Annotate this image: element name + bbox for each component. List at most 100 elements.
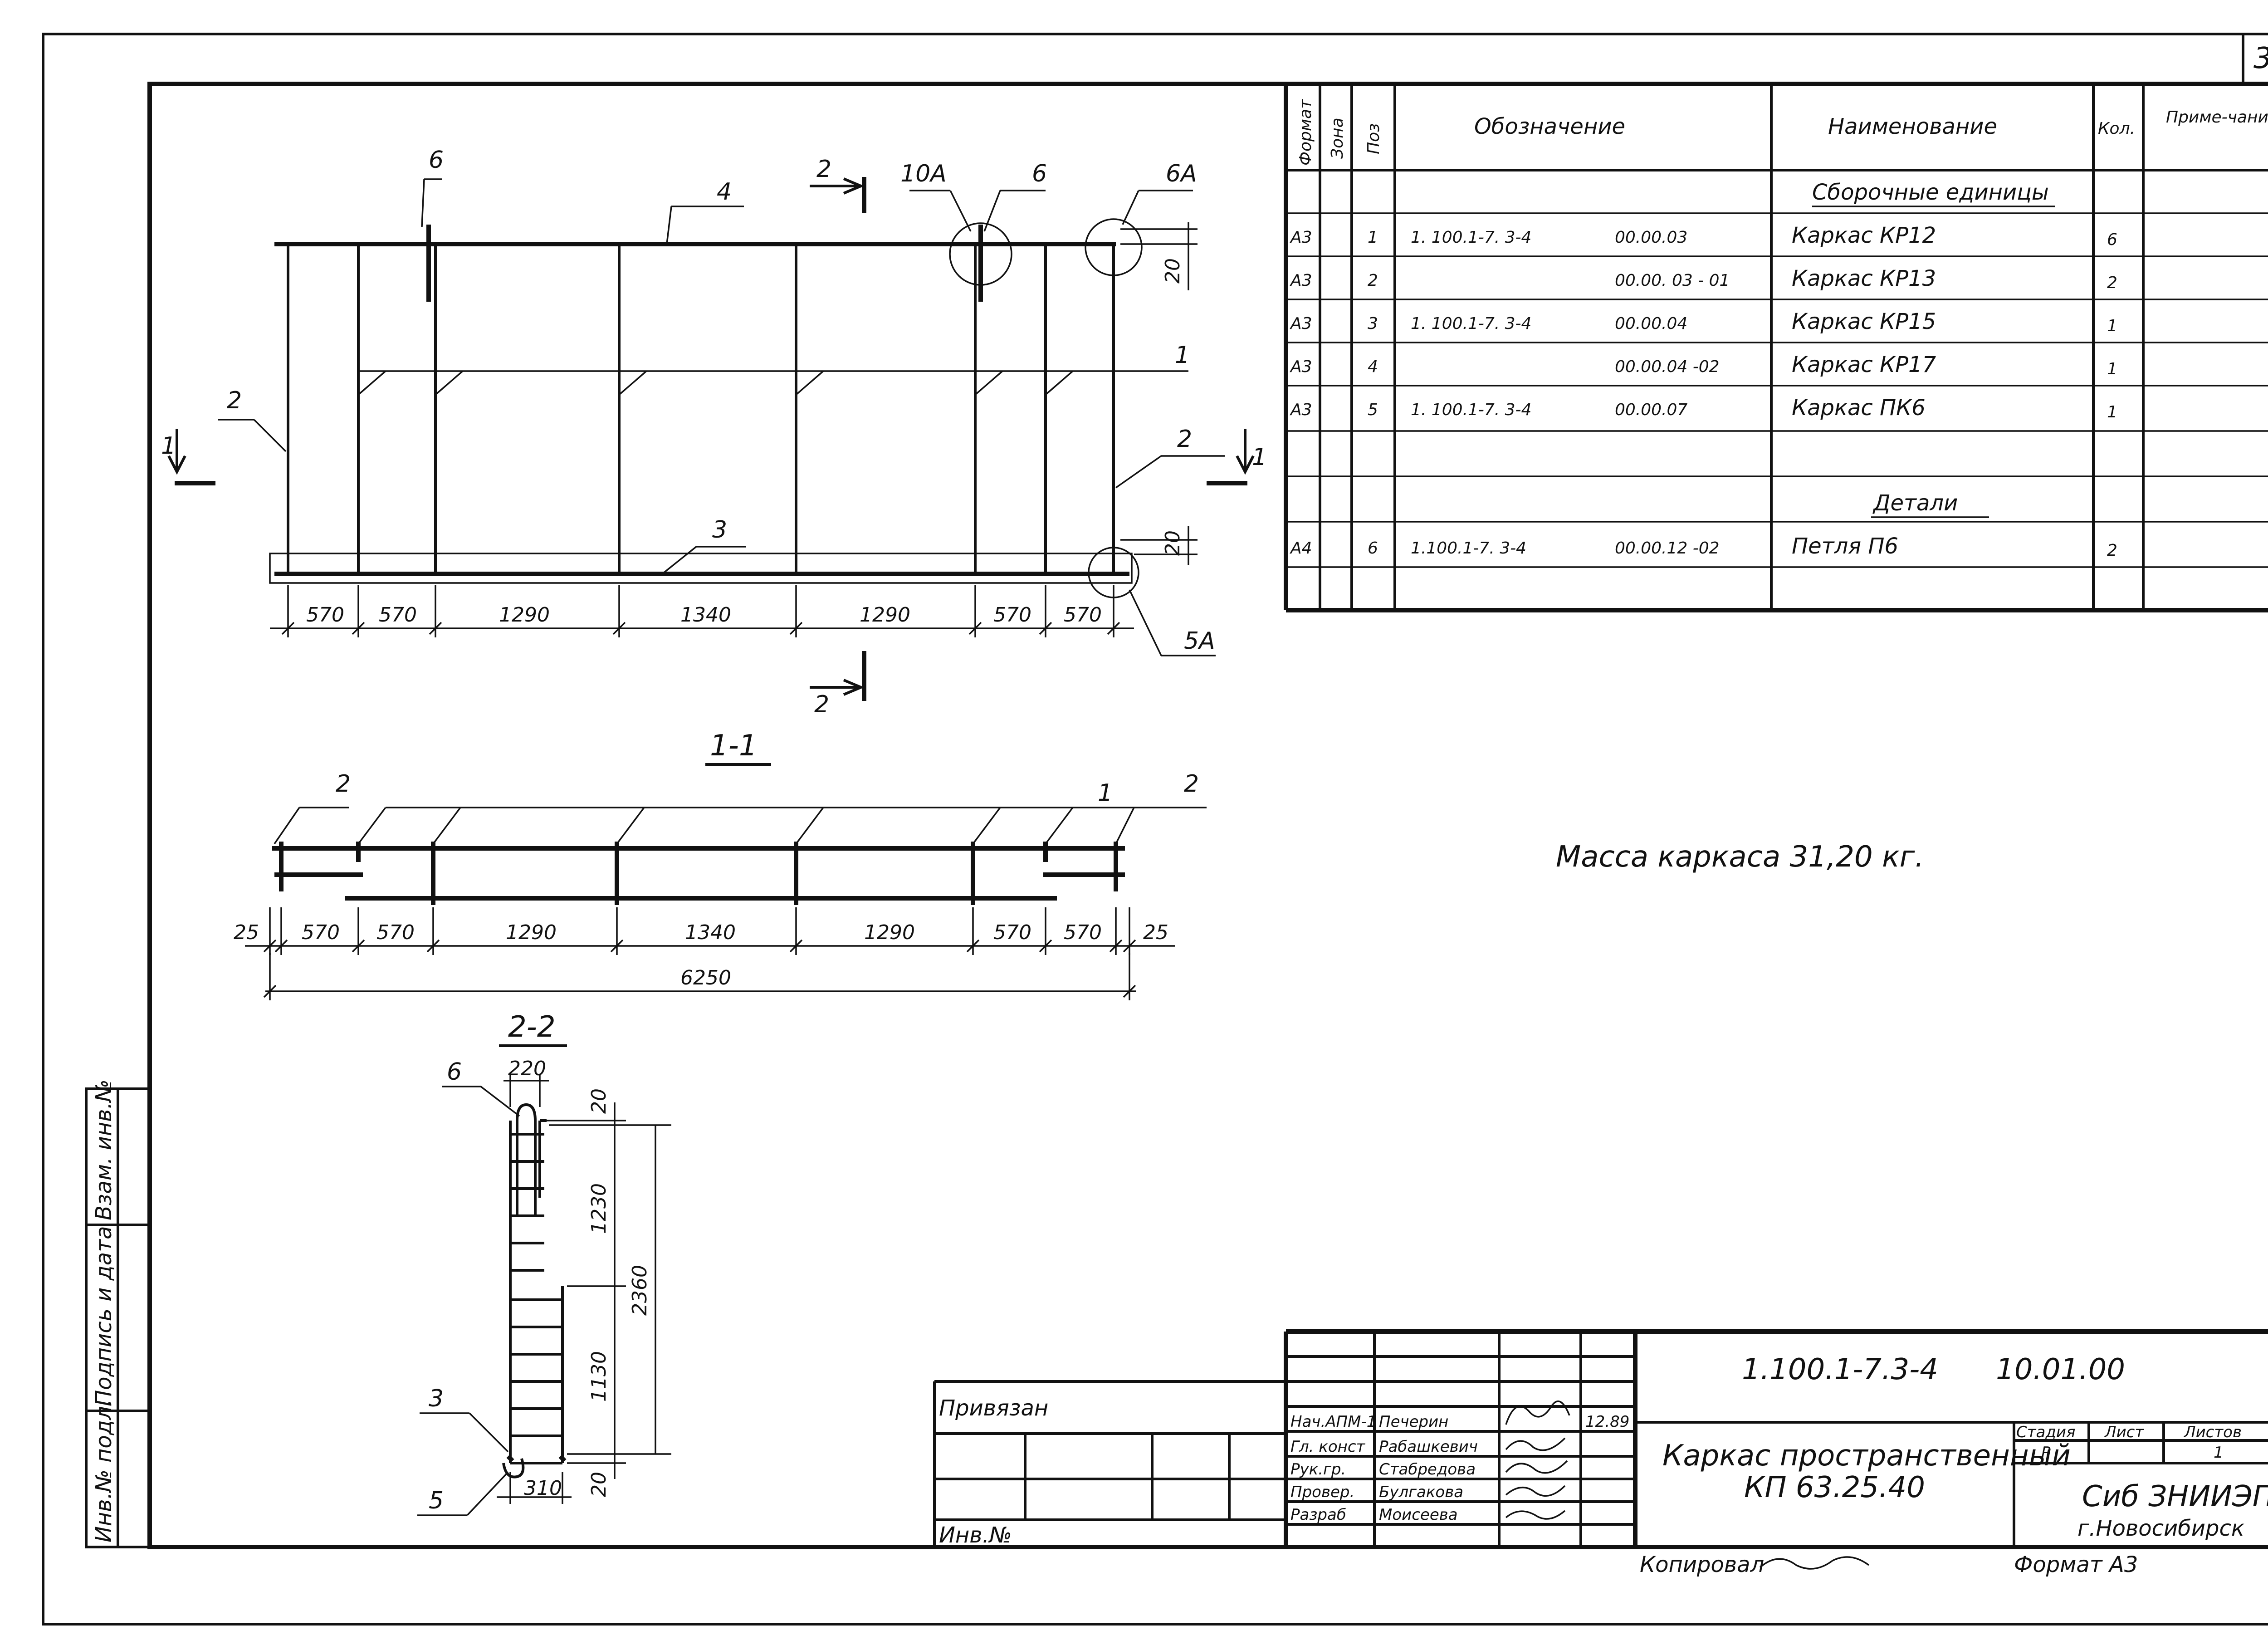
svg-text:1: 1 <box>2107 403 2117 421</box>
spec-row: А3 1 1. 100.1-7. 3-4 00.00.03 Каркас КР1… <box>1290 223 2117 249</box>
plan-pos-4: 4 <box>717 178 732 206</box>
doc-title-line2: КП 63.25.40 <box>1744 1471 1925 1504</box>
side-stamp-inv-orig: Инв.№ подл. <box>91 1399 117 1542</box>
stage-value: Р <box>2041 1444 2051 1462</box>
svg-text:00.00. 03 - 01: 00.00. 03 - 01 <box>1615 271 1730 290</box>
signer-role: Нач.АПМ-1 <box>1290 1413 1376 1431</box>
plan-dim-2: 570 <box>379 603 417 627</box>
svg-text:1. 100.1-7. 3-4: 1. 100.1-7. 3-4 <box>1411 228 1531 247</box>
section-1-1-dim-4: 1290 <box>506 921 557 944</box>
doc-title-line1: Каркас пространственный <box>1662 1439 2071 1473</box>
section-1-1-dim-1: 25 <box>234 921 259 944</box>
svg-text:2: 2 <box>2107 274 2117 292</box>
spec-row: А3 2 00.00. 03 - 01 Каркас КР13 2 <box>1290 266 2117 292</box>
outer-trim-border <box>42 33 2268 1626</box>
svg-text:2: 2 <box>816 156 831 183</box>
svg-text:1: 1 <box>1368 228 1378 247</box>
drawing-frame <box>147 82 2268 1549</box>
signer-role: Рук.гр. <box>1290 1460 1346 1479</box>
plan-dimension-chain: 570 570 1290 1340 1290 570 570 <box>270 585 1134 637</box>
section-mark-1-right: 1 <box>1207 429 1267 485</box>
sheet-number-box: 30 <box>2242 33 2268 85</box>
svg-text:3: 3 <box>1368 314 1378 333</box>
section-1-1-pos-2-right: 2 <box>1184 770 1199 798</box>
sheet-number: 30 <box>2253 42 2268 75</box>
svg-text:1: 1 <box>161 432 176 460</box>
svg-text:1: 1 <box>2107 360 2117 378</box>
spec-header-pos: Поз <box>1364 123 1383 154</box>
spec-section-assembly: Сборочные единицы <box>1812 180 2049 205</box>
section-mark-2-bottom: 2 <box>810 651 866 718</box>
spec-header-qty: Кол. <box>2098 119 2135 138</box>
spec-header-zone: Зона <box>1328 118 1347 159</box>
section-1-1-dim-6: 1290 <box>864 921 915 944</box>
plan-dim-7: 570 <box>1064 603 1102 627</box>
svg-text:00.00.03: 00.00.03 <box>1615 228 1687 247</box>
plan-dim-4: 1340 <box>680 603 731 627</box>
section-2-2-top-width: 220 <box>508 1057 546 1080</box>
section-2-2-pos-3: 3 <box>429 1385 444 1412</box>
svg-text:Каркас КР15: Каркас КР15 <box>1792 309 1936 334</box>
plan-dim-3: 1290 <box>499 603 550 627</box>
side-stamp: Инв.№ подл. Подпись и дата Взам. инв.№ <box>85 1079 151 1548</box>
org-name: Сиб ЗНИИЭП <box>2082 1480 2268 1513</box>
svg-text:6: 6 <box>1368 539 1378 558</box>
section-1-1-dim-8: 570 <box>1064 921 1102 944</box>
sheets-value: 1 <box>2214 1444 2224 1462</box>
svg-text:А3: А3 <box>1290 314 1312 333</box>
plan-dim-6: 570 <box>993 603 1031 627</box>
signature-scribbles <box>1505 1400 1570 1520</box>
section-1-1-dim-2: 570 <box>302 921 340 944</box>
section-2-2-dim-20-bottom: 20 <box>587 1472 611 1497</box>
spec-header-name: Наименование <box>1828 114 1997 139</box>
signer-name: Печерин <box>1379 1413 1448 1431</box>
section-mark-2-top: 2 <box>810 156 866 213</box>
stage-header: Стадия <box>2016 1423 2075 1441</box>
sheets-header: Листов <box>2183 1423 2242 1441</box>
section-2-2-title: 2-2 <box>508 1010 556 1044</box>
section-1-1-overall-dim: 6250 <box>680 966 731 989</box>
section-2-2-bottom-width: 310 <box>524 1477 562 1500</box>
svg-text:2: 2 <box>1368 271 1378 290</box>
plan-view: 6 4 10А 6 6А 1 2 2 3 5А 1 1 2 <box>161 147 1267 718</box>
plan-vertical-dims <box>1120 222 1198 565</box>
svg-text:А3: А3 <box>1290 271 1312 290</box>
svg-text:Каркас КР13: Каркас КР13 <box>1792 266 1936 291</box>
doc-suffix: 10.01.00 <box>1996 1353 2125 1386</box>
section-2-2-pos-6: 6 <box>447 1058 462 1086</box>
signer-name: Булгакова <box>1379 1483 1463 1501</box>
section-1-1-pos-1: 1 <box>1098 779 1113 807</box>
signer-role: Провер. <box>1290 1483 1354 1501</box>
plan-callout-10a: 10А <box>900 160 947 187</box>
section-1-1: 1-1 <box>234 729 1207 1000</box>
plan-pos-1: 1 <box>1175 342 1190 369</box>
approval-date: 12.89 <box>1585 1413 1629 1431</box>
plan-pos-6-left: 6 <box>429 147 444 174</box>
plan-vdim-top: 20 <box>1161 258 1184 284</box>
spec-header-designation: Обозначение <box>1474 114 1625 139</box>
svg-text:Каркас КР17: Каркас КР17 <box>1792 352 1936 377</box>
spec-section-details: Детали <box>1872 490 1958 516</box>
section-1-1-dim-9: 25 <box>1143 921 1168 944</box>
plan-pos-6-right: 6 <box>1032 160 1047 187</box>
svg-text:1. 100.1-7. 3-4: 1. 100.1-7. 3-4 <box>1411 314 1531 333</box>
spec-header-note: Приме-чание <box>2166 108 2268 127</box>
section-2-2-dim-2360: 2360 <box>628 1265 651 1316</box>
svg-text:1.100.1-7. 3-4: 1.100.1-7. 3-4 <box>1411 539 1526 558</box>
section-1-1-dim-3: 570 <box>376 921 415 944</box>
signer-role: Гл. конст <box>1290 1438 1366 1456</box>
section-2-2: 2-2 <box>417 1010 671 1516</box>
section-2-2-dim-1130: 1130 <box>587 1351 611 1402</box>
mass-note: Масса каркаса 31,20 кг. <box>1556 840 1924 874</box>
svg-text:00.00.12 -02: 00.00.12 -02 <box>1615 539 1720 558</box>
signer-name: Рабашкевич <box>1379 1438 1478 1456</box>
spec-row: А3 5 1. 100.1-7. 3-4 00.00.07 Каркас ПК6… <box>1290 395 2117 421</box>
plan-dim-5: 1290 <box>860 603 910 627</box>
svg-text:А3: А3 <box>1290 228 1312 247</box>
section-2-2-dim-1230: 1230 <box>587 1183 611 1234</box>
org-city: г.Новосибирск <box>2077 1516 2244 1541</box>
svg-text:1. 100.1-7. 3-4: 1. 100.1-7. 3-4 <box>1411 401 1531 419</box>
svg-text:А3: А3 <box>1290 357 1312 376</box>
format-label: Формат А3 <box>2014 1552 2138 1577</box>
